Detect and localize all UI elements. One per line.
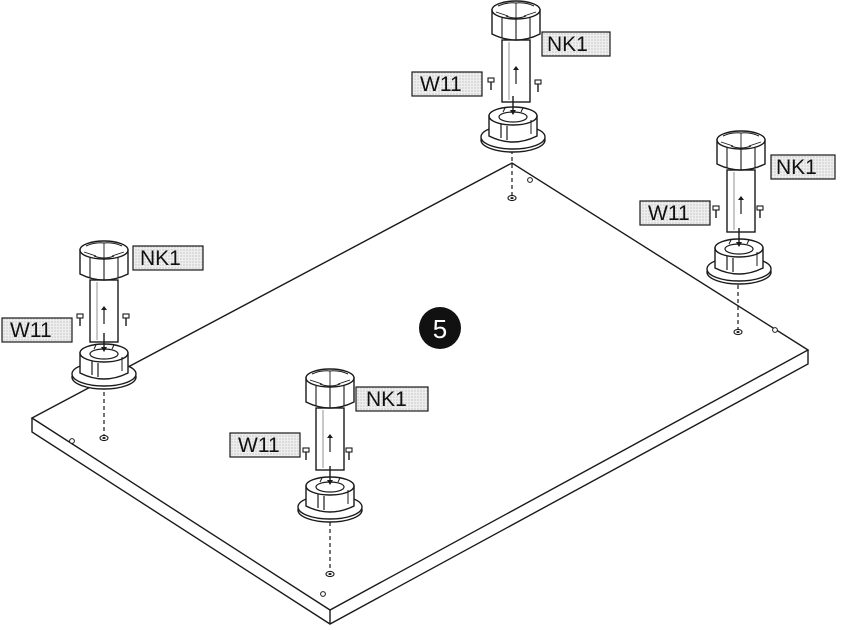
screw-part: [487, 77, 495, 91]
screw-part: [534, 79, 542, 93]
base-socket-part: [706, 227, 772, 285]
screw-part: [712, 205, 720, 219]
guide-lines: [103, 150, 739, 572]
label-w11-text: W11: [420, 73, 462, 96]
board-hole: [507, 194, 517, 202]
label-nk1-text: NK1: [547, 33, 588, 56]
leg-part: [491, 0, 541, 103]
board-hole: [99, 434, 109, 442]
leg-part: [79, 240, 129, 343]
label-w11-bottom: W11: [229, 432, 301, 458]
label-w11-text: W11: [10, 319, 52, 342]
label-nk1-top: NK1: [541, 31, 611, 57]
screw-part: [76, 313, 84, 327]
label-nk1-bottom: NK1: [355, 386, 429, 412]
label-w11-right: W11: [639, 200, 711, 226]
board-pin-holes: [69, 177, 778, 597]
label-w11-text: W11: [648, 202, 690, 225]
step-number: 5: [433, 314, 447, 344]
leg-assembly-right: [706, 130, 772, 285]
base-socket-part: [480, 95, 546, 153]
label-w11-left: W11: [1, 317, 73, 343]
screw-part: [122, 313, 130, 327]
label-w11-top: W11: [411, 71, 483, 97]
board-hole: [733, 328, 743, 336]
leg-assembly-top: [480, 0, 546, 153]
label-nk1-right: NK1: [770, 154, 836, 180]
label-nk1-left: NK1: [132, 245, 204, 271]
base-socket-part: [71, 332, 137, 390]
label-nk1-text: NK1: [366, 388, 407, 411]
leg-part: [716, 130, 766, 233]
label-w11-text: W11: [238, 434, 280, 457]
label-nk1-text: NK1: [776, 156, 817, 179]
step-badge: 5: [419, 307, 461, 349]
label-nk1-text: NK1: [140, 247, 181, 270]
board-hole: [325, 570, 335, 578]
screw-part: [756, 205, 764, 219]
leg-assembly-left: [71, 240, 137, 390]
